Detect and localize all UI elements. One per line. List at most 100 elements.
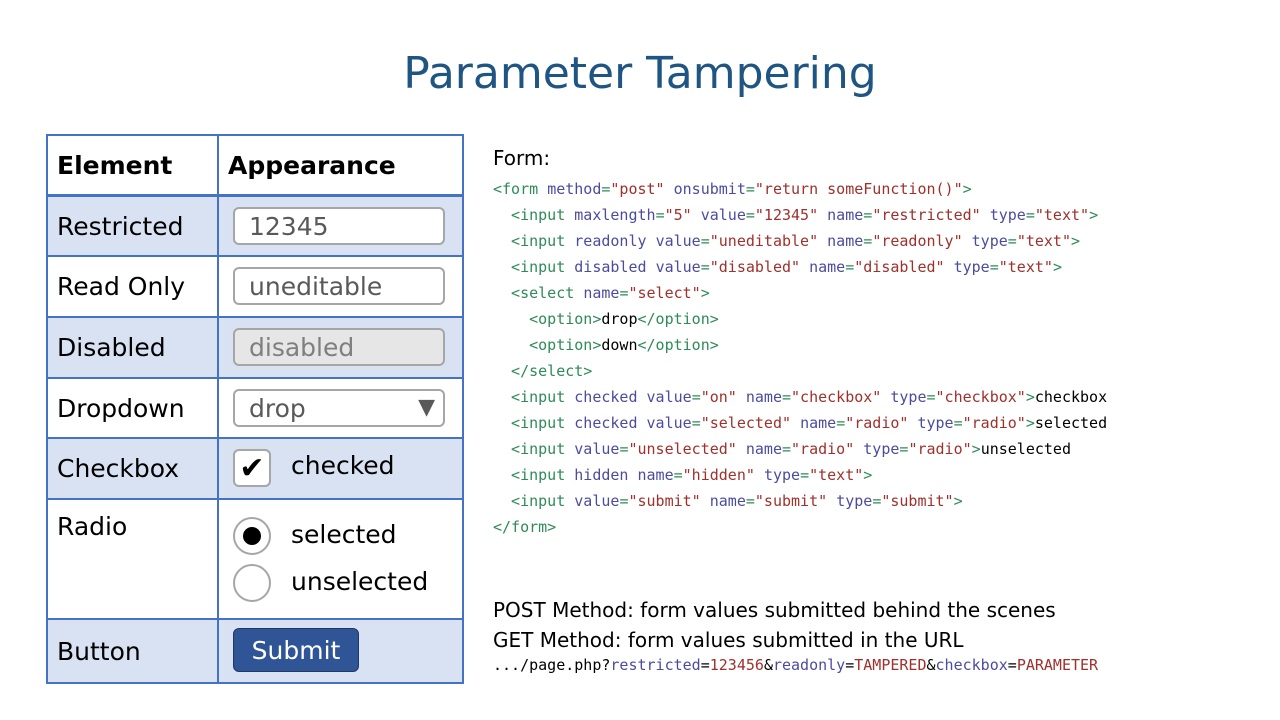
code-token: > — [1071, 232, 1081, 250]
submit-button[interactable]: Submit — [233, 628, 359, 672]
header-appearance: Appearance — [219, 136, 462, 197]
code-token: name — [709, 492, 746, 510]
code-token: = — [926, 388, 936, 406]
code-token: = — [700, 232, 710, 250]
row-appearance-readonly: uneditable — [219, 257, 462, 318]
code-token: "text" — [1016, 232, 1071, 250]
code-token: "selected" — [700, 414, 792, 432]
code-token: = — [691, 388, 701, 406]
code-token: "radio" — [791, 440, 855, 458]
code-token — [791, 414, 800, 432]
code-token: = — [1007, 232, 1017, 250]
code-token: = — [899, 440, 909, 458]
row-appearance-checkbox: ✔ checked — [219, 439, 462, 500]
code-token: = — [745, 492, 755, 510]
element-table: Element Appearance Restricted 12345 Read… — [46, 134, 464, 684]
code-token: > — [863, 466, 873, 484]
url-equals: = — [700, 656, 710, 674]
code-token — [737, 440, 746, 458]
code-token: <input — [493, 232, 575, 250]
code-token: = — [782, 440, 792, 458]
code-token: "submit" — [881, 492, 954, 510]
code-token: <form — [493, 180, 548, 198]
code-token: > — [953, 492, 963, 510]
code-token: drop — [601, 310, 638, 328]
code-token: "unselected" — [628, 440, 737, 458]
code-token — [854, 440, 863, 458]
code-line: <input disabled value="disabled" name="d… — [493, 254, 1107, 280]
code-token: "radio" — [962, 414, 1026, 432]
code-token: value — [574, 440, 620, 458]
code-token: "on" — [700, 388, 737, 406]
code-token: = — [953, 414, 963, 432]
code-token: "return someFunction()" — [754, 180, 963, 198]
code-token: method — [547, 180, 602, 198]
code-token: = — [872, 492, 882, 510]
code-token: unselected — [980, 440, 1071, 458]
code-token: checkbox — [1034, 388, 1108, 406]
code-token: readonly — [574, 232, 647, 250]
code-token: = — [782, 388, 792, 406]
code-line: <input readonly value="uneditable" name=… — [493, 228, 1107, 254]
code-token: > — [700, 284, 710, 302]
code-token: "readonly" — [872, 232, 963, 250]
code-token: "5" — [664, 206, 692, 224]
code-token: = — [845, 258, 855, 276]
code-token: value — [574, 492, 620, 510]
code-token: "checkbox" — [791, 388, 882, 406]
dropdown-value: drop — [249, 393, 306, 423]
code-token — [981, 206, 990, 224]
code-token: "disabled" — [709, 258, 801, 276]
checkbox-control[interactable]: ✔ — [233, 449, 271, 487]
code-token: <input — [493, 206, 575, 224]
code-token: > — [971, 440, 981, 458]
code-token: name — [583, 284, 620, 302]
url-param-value: PARAMETER — [1016, 656, 1099, 674]
code-token: type — [917, 414, 954, 432]
radio-unselected-label: unselected — [291, 567, 429, 596]
code-token: type — [989, 206, 1026, 224]
code-line: <option>down</option> — [493, 332, 1107, 358]
radio-selected[interactable] — [233, 517, 271, 555]
code-token: maxlength — [574, 206, 656, 224]
code-token: "submit" — [754, 492, 828, 510]
code-line: <form method="post" onsubmit="return som… — [493, 176, 1107, 202]
restricted-input[interactable]: 12345 — [233, 207, 445, 245]
readonly-input[interactable]: uneditable — [233, 267, 445, 305]
code-token: "radio" — [908, 440, 972, 458]
code-token: "radio" — [845, 414, 909, 432]
code-token: value — [646, 388, 692, 406]
code-token: = — [691, 414, 701, 432]
code-token — [945, 258, 954, 276]
code-token: value — [655, 258, 701, 276]
code-token: disabled — [574, 258, 647, 276]
code-token: = — [619, 492, 629, 510]
code-token — [827, 492, 836, 510]
get-note: GET Method: form values submitted in the… — [493, 628, 964, 652]
code-token: "checkbox" — [935, 388, 1026, 406]
example-url: .../page.php?restricted=123456&readonly=… — [493, 656, 1098, 674]
code-token: checked — [574, 414, 638, 432]
code-token: = — [700, 258, 710, 276]
code-line: </form> — [493, 514, 1107, 540]
code-token: <input — [493, 440, 575, 458]
radio-selected-label: selected — [291, 520, 397, 549]
dropdown-select[interactable]: drop ▼ — [233, 389, 445, 427]
code-token: name — [745, 388, 782, 406]
code-token: down — [601, 336, 638, 354]
code-token: <input — [493, 388, 575, 406]
disabled-input: disabled — [233, 328, 445, 366]
code-token — [818, 206, 827, 224]
code-token — [701, 492, 710, 510]
code-token: "hidden" — [682, 466, 755, 484]
code-token: </option> — [637, 310, 719, 328]
row-appearance-restricted: 12345 — [219, 197, 462, 257]
code-token: > — [1025, 414, 1035, 432]
header-element: Element — [48, 136, 219, 197]
code-token: "text" — [809, 466, 864, 484]
radio-unselected[interactable] — [233, 564, 271, 602]
code-token: onsubmit — [673, 180, 746, 198]
code-token: type — [971, 232, 1008, 250]
code-token: checked — [574, 388, 638, 406]
url-param-key: readonly — [772, 656, 846, 674]
